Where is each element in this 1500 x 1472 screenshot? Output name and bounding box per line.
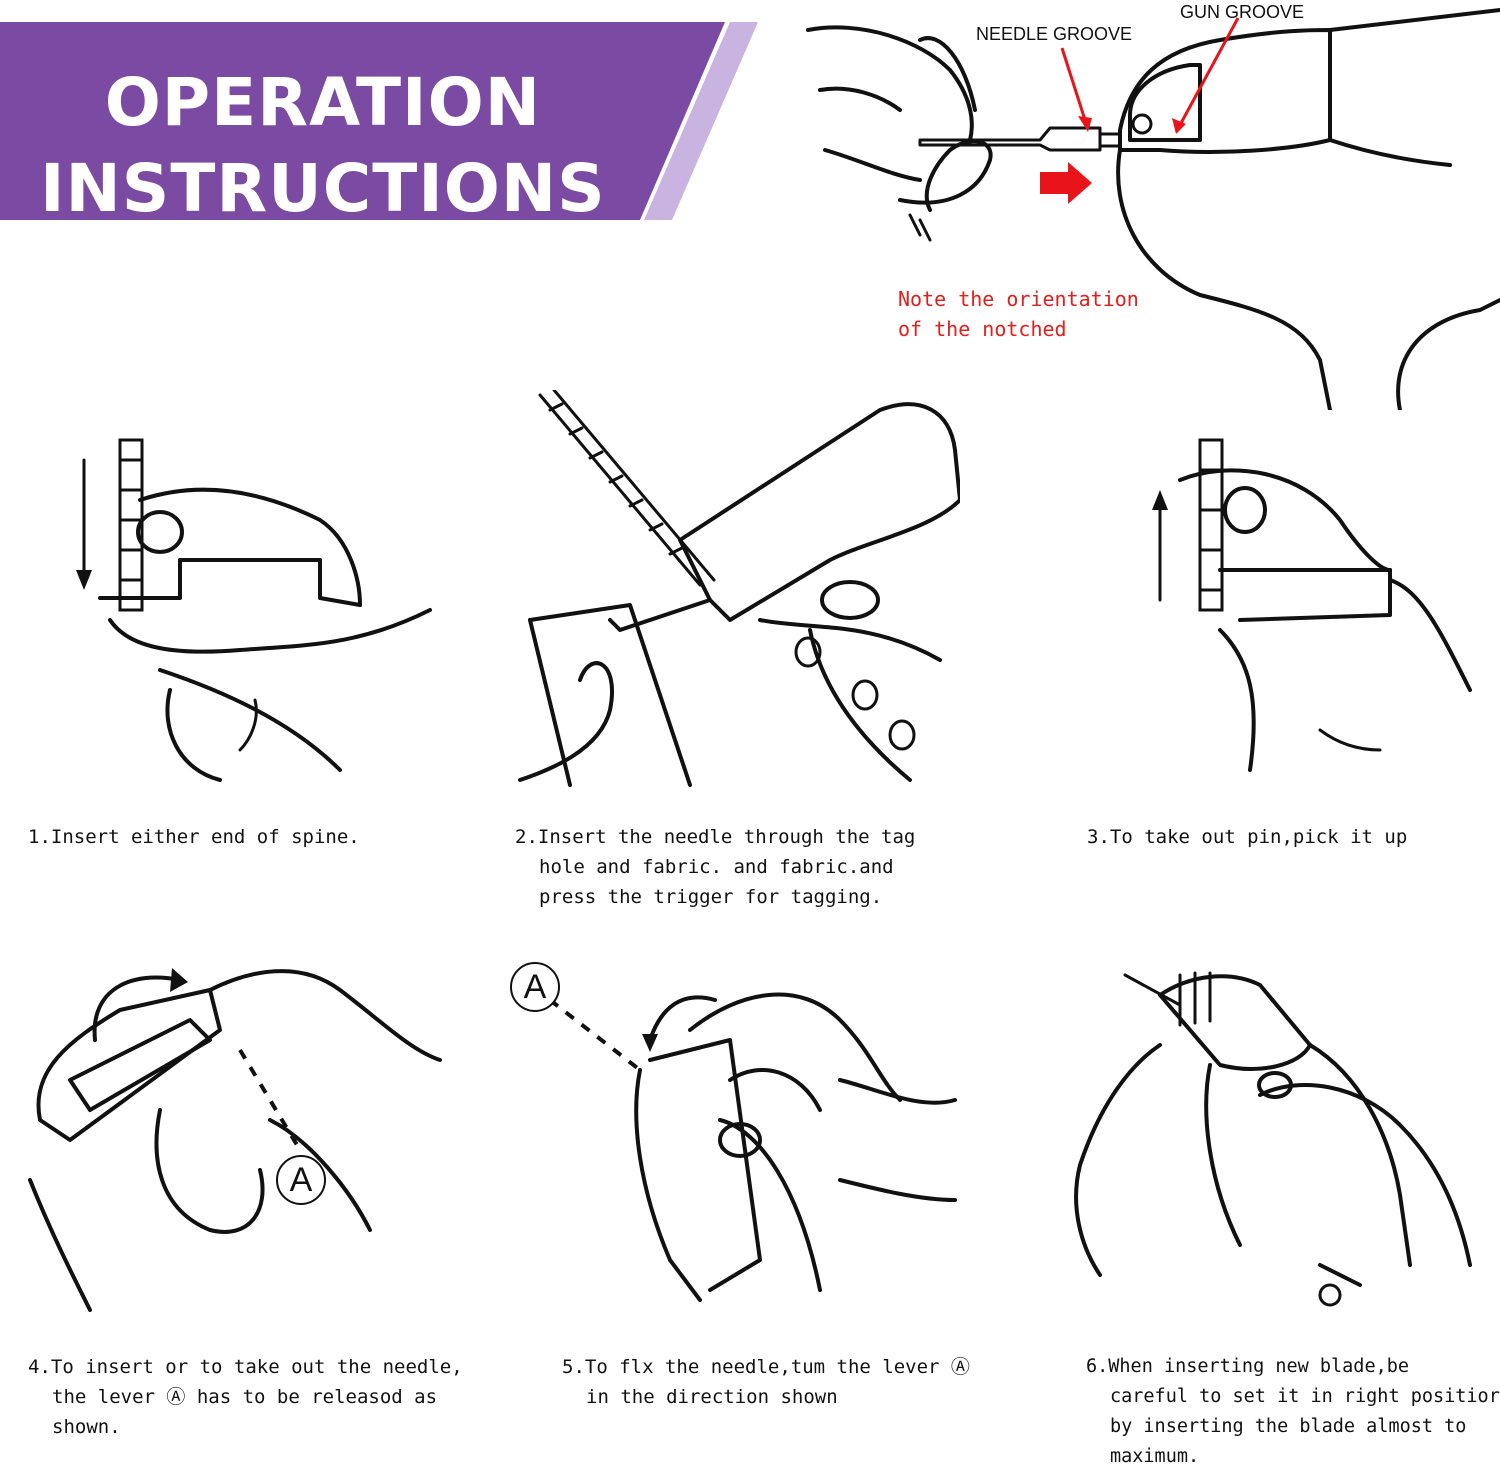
banner-background bbox=[0, 22, 758, 220]
step-5-caption: 5.To flx the needle,tum the lever Ⓐ in t… bbox=[562, 1352, 970, 1412]
step-3-caption: 3.To take out pin,pick it up bbox=[1087, 822, 1407, 852]
step-5-line-2: in the direction shown bbox=[586, 1386, 838, 1408]
title-line-2: INSTRUCTIONS bbox=[40, 150, 606, 227]
step-2-line-1: 2.Insert the needle through the tag bbox=[515, 826, 916, 848]
step-4-caption: 4.To insert or to take out the needle, t… bbox=[28, 1352, 463, 1442]
step-5-line-1: 5.To flx the needle,tum the lever Ⓐ bbox=[562, 1356, 970, 1378]
step-2-line-2: hole and fabric. and fabric.and bbox=[539, 856, 894, 878]
orientation-note: Note the orientation of the notched bbox=[898, 284, 1139, 344]
needle-insertion-diagram bbox=[806, 8, 1500, 410]
gun-groove-label: GUN GROOVE bbox=[1180, 2, 1305, 22]
title-line-1: OPERATION bbox=[104, 64, 541, 141]
step-1-illustration bbox=[76, 438, 432, 782]
step-2-caption: 2.Insert the needle through the tag hole… bbox=[515, 822, 915, 912]
note-line-1: Note the orientation bbox=[898, 287, 1139, 311]
step-6-line-2: careful to set it in right positior bbox=[1110, 1386, 1500, 1407]
step-3-line-1: 3.To take out pin,pick it up bbox=[1087, 826, 1408, 848]
step-1-line-1: 1.Insert either end of spine. bbox=[28, 826, 360, 848]
step-6-caption: 6.When inserting new blade,be careful to… bbox=[1086, 1352, 1500, 1472]
lever-a-marker: A bbox=[276, 1155, 326, 1205]
step-3-illustration bbox=[1152, 438, 1472, 772]
step-6-illustration bbox=[1074, 971, 1472, 1307]
step-1-caption: 1.Insert either end of spine. bbox=[28, 822, 360, 852]
step-2-line-3: press the trigger for tagging. bbox=[539, 886, 883, 908]
lever-a-marker-step5: A bbox=[510, 962, 560, 1012]
step-5-illustration bbox=[548, 992, 957, 1302]
step-4-illustration bbox=[28, 968, 442, 1312]
step-6-line-4: maximum. bbox=[1110, 1446, 1200, 1467]
step-4-line-2: the lever Ⓐ has to be releasod as bbox=[52, 1386, 438, 1408]
step-6-line-1: 6.When inserting new blade,be bbox=[1086, 1356, 1410, 1377]
needle-groove-label: NEEDLE GROOVE bbox=[976, 24, 1133, 44]
step-4-line-1: 4.To insert or to take out the needle, bbox=[28, 1356, 463, 1378]
title-banner: OPERATION INSTRUCTIONS bbox=[0, 22, 760, 227]
step-4-line-3: shown. bbox=[52, 1416, 121, 1438]
note-line-2: of the notched bbox=[898, 317, 1067, 341]
step-6-line-3: by inserting the blade almost to bbox=[1110, 1416, 1467, 1437]
page-title: OPERATION INSTRUCTIONS bbox=[40, 60, 606, 232]
step-2-illustration bbox=[518, 390, 960, 787]
